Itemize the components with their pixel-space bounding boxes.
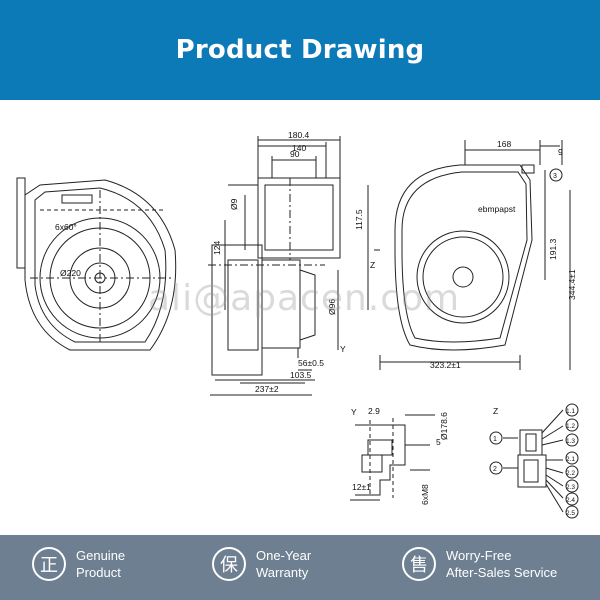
badge-service-line2: After-Sales Service: [446, 565, 558, 580]
dim-237: 237±2: [255, 384, 279, 394]
dim-180-4: 180.4: [288, 130, 310, 140]
view-marker-z: Z: [370, 260, 375, 270]
dim-2-9: 2.9: [368, 406, 380, 416]
dim-9: Ø9: [229, 198, 239, 210]
badge-warranty-line2: Warranty: [256, 565, 309, 580]
dim-168: 168: [497, 139, 511, 149]
detail-y-label: Y: [351, 407, 357, 417]
dim-323-2: 323.2±1: [430, 360, 461, 370]
dim-6x60: 6x60°: [55, 222, 77, 232]
side-view: [208, 136, 369, 396]
callout-3: 3: [553, 173, 557, 180]
brand-label: ebmpapst: [478, 204, 516, 214]
view-marker-y: Y: [340, 344, 346, 354]
dim-96: Ø96: [327, 299, 337, 315]
genuine-icon: 正: [32, 547, 66, 581]
dim-140: 140: [292, 143, 306, 153]
service-icon: 售: [402, 547, 436, 581]
dim-124: 124: [212, 241, 222, 255]
callout-1-1: 1.1: [566, 408, 575, 415]
badge-service-line1: Worry-Free: [446, 548, 512, 563]
callout-1: 1: [493, 436, 497, 443]
callout-2-1: 2.1: [566, 456, 575, 463]
badge-warranty: 保 One-Year Warranty: [212, 547, 311, 581]
page-title: Product Drawing: [175, 35, 425, 65]
callout-1-2: 1.2: [566, 423, 575, 430]
dim-9b: 9: [558, 147, 563, 157]
dim-56: 56±0.5: [298, 358, 324, 368]
dim-103-5: 103.5: [290, 370, 312, 380]
callout-2-2: 2.2: [566, 470, 575, 477]
badge-genuine: 正 Genuine Product: [32, 547, 125, 581]
technical-drawing: 180.4 140 90 Ø9 117.5 124 Ø96 56±0.5 103…: [0, 100, 600, 535]
dim-5: 5: [436, 437, 441, 447]
badge-warranty-line1: One-Year: [256, 548, 312, 563]
detail-z-label: Z: [493, 406, 498, 416]
warranty-icon: 保: [212, 547, 246, 581]
footer-bar: 正 Genuine Product 保 One-Year Warranty 售 …: [0, 535, 600, 600]
dim-220: Ø220: [60, 268, 81, 278]
page-header: Product Drawing: [0, 0, 600, 100]
watermark: ali@apacen.com: [148, 278, 461, 319]
dim-117-5: 117.5: [354, 209, 364, 230]
front-view: [16, 177, 177, 351]
detail-z: [489, 168, 579, 519]
badge-service: 售 Worry-Free After-Sales Service: [402, 547, 557, 581]
dim-178-6: Ø178.6: [439, 412, 449, 440]
callout-2-3: 2.3: [566, 484, 575, 491]
badge-genuine-line1: Genuine: [76, 548, 126, 563]
rear-view: [374, 140, 571, 370]
detail-y: [350, 414, 435, 501]
callout-2: 2: [493, 466, 497, 473]
dim-90: 90: [290, 149, 300, 159]
callout-1-3: 1.3: [566, 438, 575, 445]
dim-12: 12±1: [352, 482, 371, 492]
badge-genuine-line2: Product: [76, 565, 121, 580]
callout-2-4: 2.4: [566, 497, 575, 504]
dim-344-4: 344.4±1: [567, 269, 577, 300]
dim-191-3: 191.3: [548, 238, 558, 260]
callout-2-5: 2.5: [566, 510, 575, 517]
dim-6xm8: 6xM8: [420, 484, 430, 505]
drawing-svg: 180.4 140 90 Ø9 117.5 124 Ø96 56±0.5 103…: [16, 130, 579, 519]
